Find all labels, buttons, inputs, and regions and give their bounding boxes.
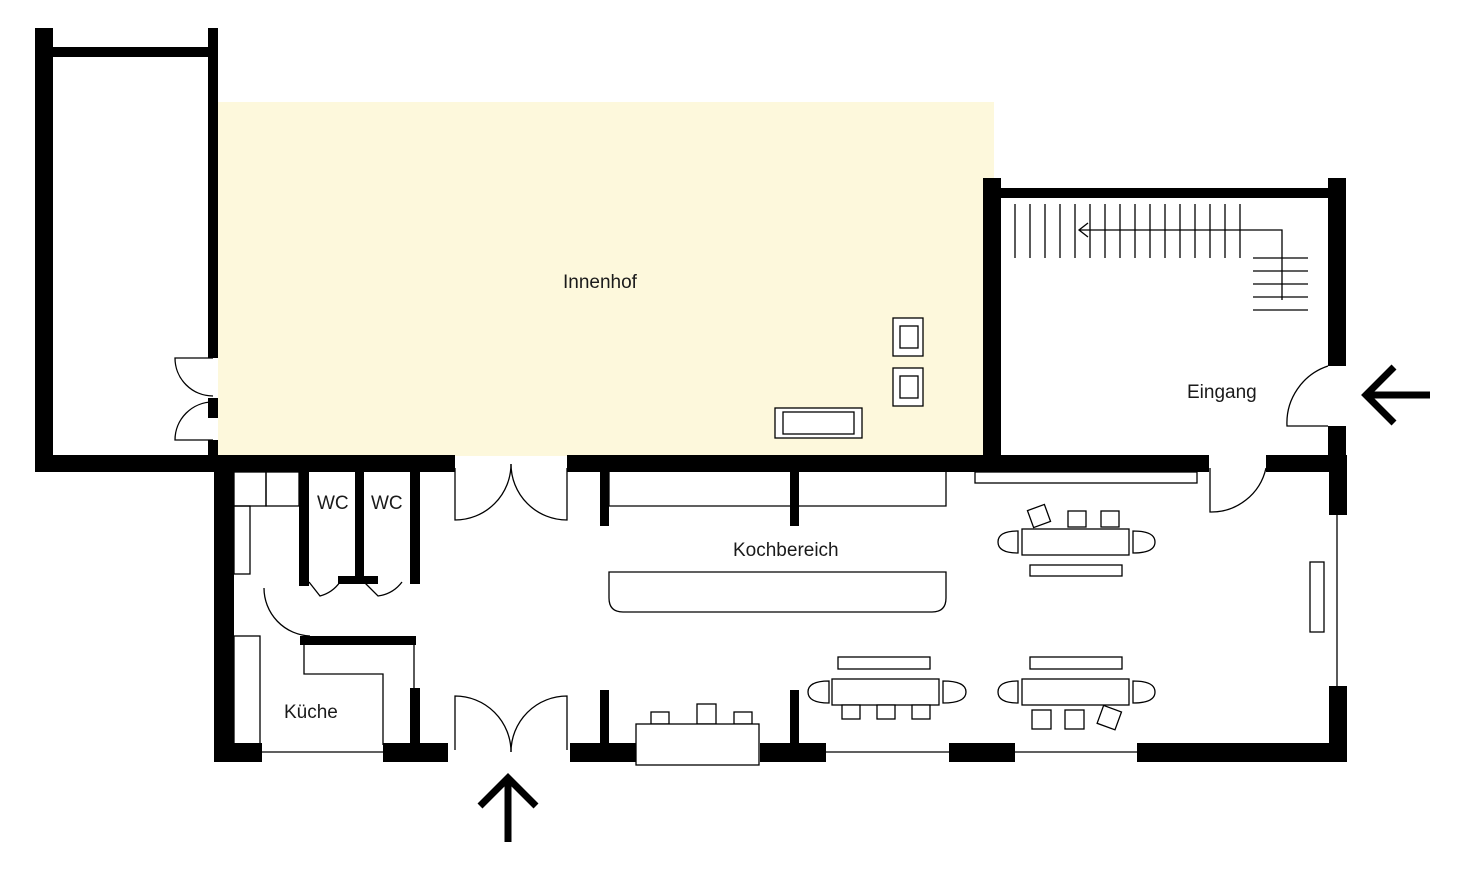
room-label-kochbereich: Kochbereich [733,540,839,561]
room-label-innenhof: Innenhof [563,272,638,293]
room-label-kueche: Küche [284,702,338,723]
fixtures [233,471,1338,753]
arrow-left-icon [1077,222,1089,238]
walls [35,28,1347,762]
courtyard-area [218,102,994,456]
dining-table [997,503,1156,577]
doors [174,357,1329,753]
furniture [635,317,1156,766]
room-label-eingang: Eingang [1187,382,1257,403]
dining-table [635,703,760,766]
room-label-wc-1: WC [317,493,349,514]
lounge-chair [892,317,924,357]
dining-table [807,656,967,720]
room-label-wc-2: WC [371,493,403,514]
bench [774,407,863,439]
arrow-up-icon [477,773,539,842]
staircase [1014,204,1308,311]
lounge-chair [892,367,924,407]
arrow-left-icon [1361,364,1430,426]
dining-table [997,656,1156,731]
